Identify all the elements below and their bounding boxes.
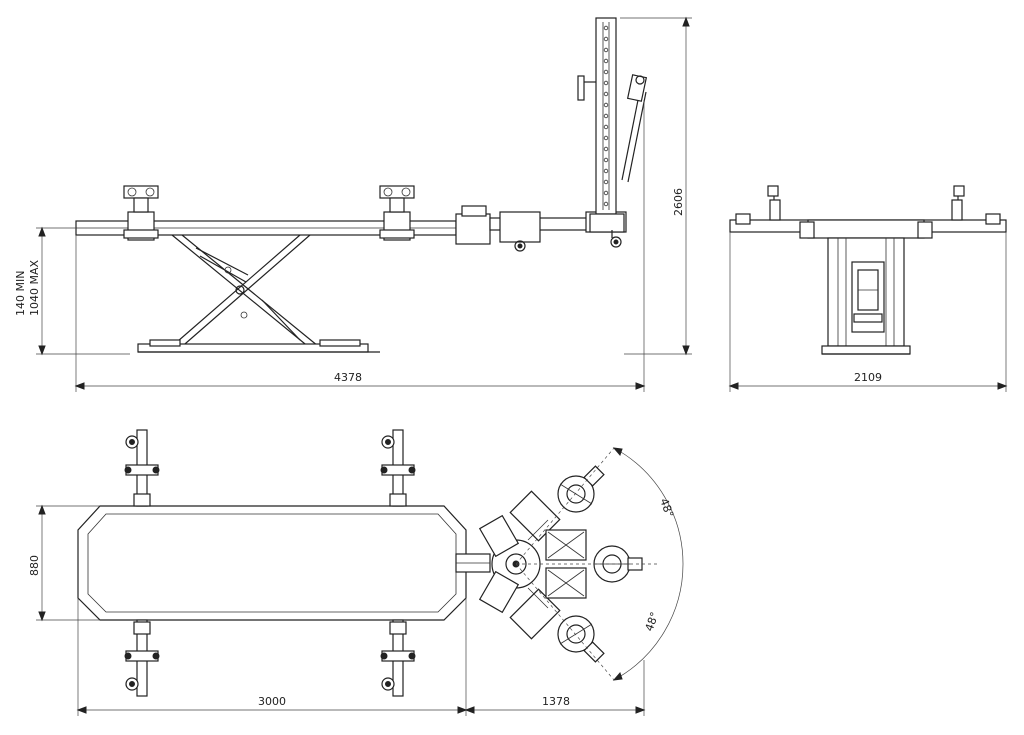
dim-bench-length: 3000	[76, 598, 468, 716]
angle-upper-label: 48°	[657, 497, 676, 520]
angle-sweep: 48° 48°	[515, 447, 684, 681]
dim-side-width-label: 2109	[854, 371, 882, 384]
side-elevation-view: 140 MIN 1040 MAX 4378 2606	[14, 16, 692, 392]
tower-position-lower	[557, 615, 605, 663]
tower-column	[595, 17, 617, 215]
dim-height-range: 140 MIN 1040 MAX	[14, 226, 130, 356]
dim-column-height: 2606	[620, 16, 692, 356]
clamp-post-plan-2	[380, 429, 416, 507]
end-elevation-view: 2109	[728, 185, 1008, 392]
dim-arm-reach-label: 1378	[542, 695, 570, 708]
sill-clamp-right	[379, 185, 415, 241]
sill-clamp-left	[123, 185, 159, 241]
dim-side-width: 2109	[728, 232, 1008, 392]
dim-bench-width-label: 880	[28, 555, 41, 576]
dim-column-height-label: 2606	[672, 188, 685, 216]
clamp-post-plan-4	[380, 619, 416, 697]
dim-total-length-label: 4378	[334, 371, 362, 384]
end-lift-column	[821, 237, 911, 355]
end-clamp-right	[917, 185, 965, 239]
angle-lower-label: 48°	[643, 610, 662, 633]
tower-position-upper	[557, 465, 605, 513]
dim-bench-width: 880	[28, 504, 100, 622]
clamp-post-plan-3	[124, 619, 160, 697]
end-clamp-left	[767, 185, 815, 239]
dim-height-min-label: 140 MIN	[14, 271, 27, 316]
bench-platform-top	[77, 505, 467, 621]
dim-bench-length-label: 3000	[258, 695, 286, 708]
dim-total-length: 4378	[74, 100, 646, 392]
pulling-tower-side	[455, 17, 648, 252]
plan-view: 48° 48° 880 3000 1378	[28, 429, 684, 716]
clamp-post-plan-1	[124, 429, 160, 507]
dim-arm-reach: 1378	[464, 660, 646, 716]
scissor-lift	[137, 234, 380, 353]
dim-height-max-label: 1040 MAX	[28, 259, 41, 316]
